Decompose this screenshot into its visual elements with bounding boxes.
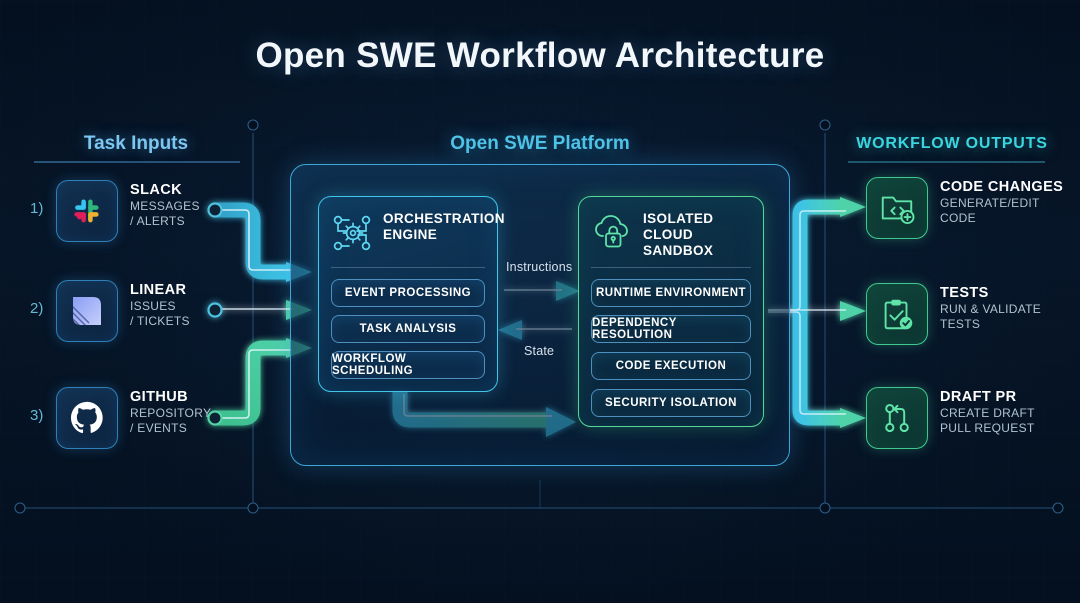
panel-divider: [331, 267, 485, 268]
input-name: SLACK: [130, 182, 182, 198]
linear-icon: [73, 297, 101, 325]
output-row-tests[interactable]: TESTS RUN & VALIDATE TESTS: [866, 283, 1066, 345]
input-row-linear[interactable]: 2) LINEAR ISSUES /: [20, 280, 255, 342]
sandbox-title: ISOLATED CLOUD SANDBOX: [643, 211, 714, 258]
input-desc-2: / ALERTS: [130, 213, 185, 228]
orchestration-item-task-analysis[interactable]: TASK ANALYSIS: [331, 315, 485, 343]
input-name: LINEAR: [130, 282, 187, 298]
input-desc-2: / TICKETS: [130, 313, 190, 328]
github-icon: [71, 401, 103, 434]
instructions-flow-label: Instructions: [506, 260, 573, 274]
output-desc-2: TESTS: [940, 316, 981, 331]
draft-pr-tile[interactable]: [866, 387, 928, 449]
code-folder-icon: [881, 196, 915, 225]
input-desc-1: MESSAGES: [130, 199, 200, 213]
gear-circuit-icon: [333, 215, 371, 251]
orchestration-item-workflow-scheduling[interactable]: WORKFLOW SCHEDULING: [331, 351, 485, 379]
output-row-code-changes[interactable]: CODE CHANGES GENERATE/EDIT CODE: [866, 177, 1066, 239]
input-index: 3): [30, 407, 44, 424]
input-desc-1: ISSUES: [130, 299, 176, 313]
inputs-column-heading: Task Inputs: [83, 133, 189, 154]
linear-tile[interactable]: [56, 280, 118, 342]
input-name: GITHUB: [130, 389, 188, 405]
outputs-column-heading: WORKFLOW OUTPUTS: [856, 135, 1048, 152]
input-row-slack[interactable]: 1): [20, 180, 255, 242]
state-flow-label: State: [524, 344, 555, 358]
pull-request-icon: [885, 403, 909, 433]
isolated-cloud-sandbox-panel[interactable]: ISOLATED CLOUD SANDBOX RUNTIME ENVIRONME…: [578, 196, 764, 427]
output-name: TESTS: [940, 285, 989, 301]
orchestration-title: ORCHESTRATION ENGINE: [383, 211, 505, 242]
slack-icon: [74, 199, 99, 223]
orchestration-header: ORCHESTRATION ENGINE: [331, 209, 505, 259]
cloud-lock-icon: [595, 215, 628, 248]
output-desc-1: CREATE DRAFT: [940, 406, 1035, 420]
input-index: 2): [30, 300, 44, 317]
input-row-github[interactable]: 3) GITHUB REPOSITORY / EVENTS: [20, 387, 255, 449]
orchestration-engine-panel[interactable]: ORCHESTRATION ENGINE EVENT PROCESSING TA…: [318, 196, 505, 392]
output-desc-1: GENERATE/EDIT: [940, 196, 1040, 210]
output-desc-1: RUN & VALIDATE: [940, 302, 1042, 316]
sandbox-header: ISOLATED CLOUD SANDBOX: [591, 209, 753, 259]
output-row-draft-pr[interactable]: DRAFT PR CREATE DRAFT PULL REQUEST: [866, 387, 1066, 449]
output-desc-2: PULL REQUEST: [940, 420, 1035, 435]
sandbox-item-dependency-resolution[interactable]: DEPENDENCY RESOLUTION: [591, 315, 751, 343]
output-name: DRAFT PR: [940, 389, 1017, 405]
code-changes-tile[interactable]: [866, 177, 928, 239]
input-desc-1: REPOSITORY: [130, 406, 212, 420]
platform-column-heading: Open SWE Platform: [450, 133, 630, 154]
orchestration-item-event-processing[interactable]: EVENT PROCESSING: [331, 279, 485, 307]
clipboard-check-icon: [884, 299, 913, 330]
input-index: 1): [30, 200, 44, 217]
sandbox-item-runtime-environment[interactable]: RUNTIME ENVIRONMENT: [591, 279, 751, 307]
slack-tile[interactable]: [56, 180, 118, 242]
sandbox-item-code-execution[interactable]: CODE EXECUTION: [591, 352, 751, 380]
page-title: Open SWE Workflow Architecture: [255, 36, 825, 75]
input-desc-2: / EVENTS: [130, 420, 188, 435]
tests-tile[interactable]: [866, 283, 928, 345]
github-tile[interactable]: [56, 387, 118, 449]
output-name: CODE CHANGES: [940, 179, 1064, 195]
panel-divider: [591, 267, 751, 268]
output-desc-2: CODE: [940, 210, 976, 225]
sandbox-item-security-isolation[interactable]: SECURITY ISOLATION: [591, 389, 751, 417]
